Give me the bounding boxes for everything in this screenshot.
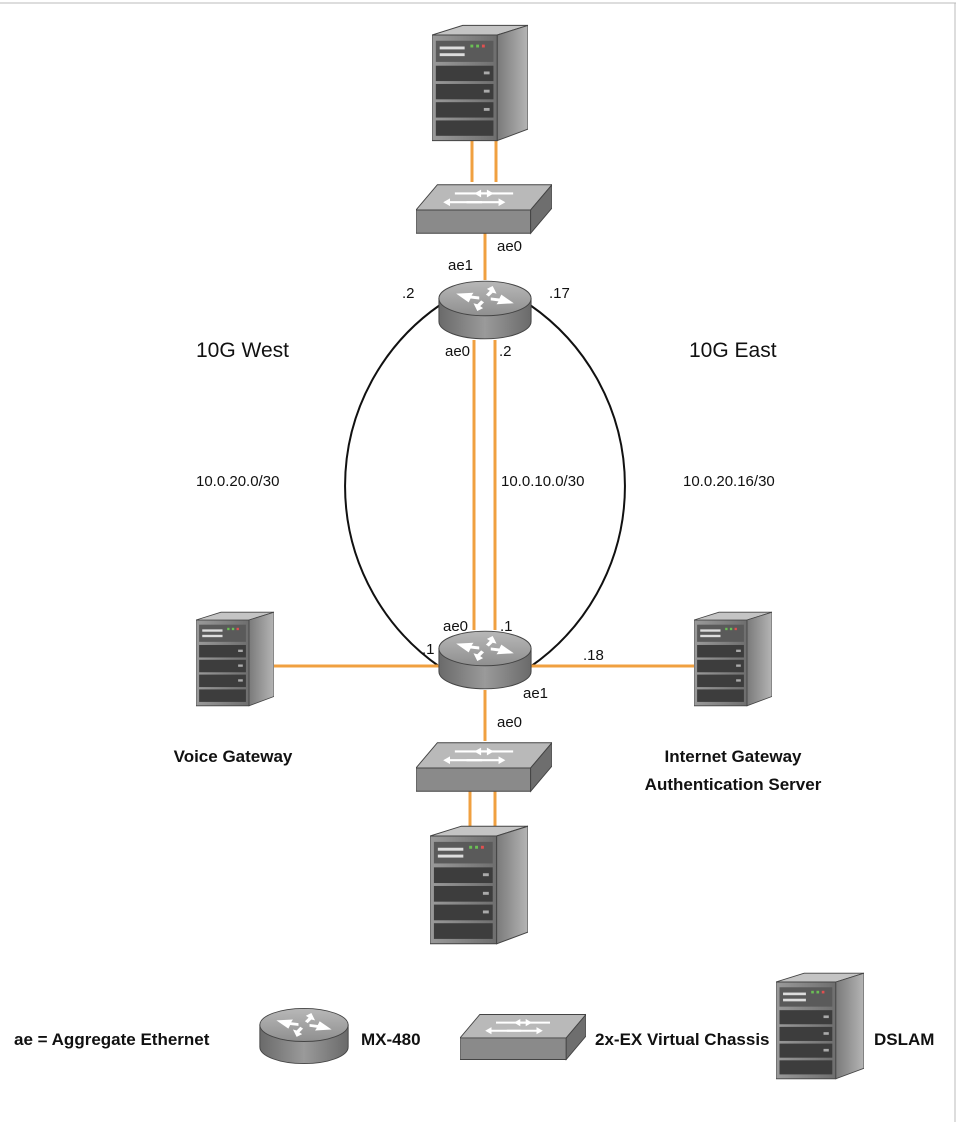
legend-ae-label: ae = Aggregate Ethernet bbox=[14, 1030, 210, 1049]
dslam-icon bbox=[430, 825, 528, 945]
router-icon bbox=[438, 280, 532, 340]
dslam-icon bbox=[776, 972, 864, 1080]
router-icon bbox=[259, 1007, 349, 1065]
ring-links bbox=[344, 304, 626, 668]
dslam-icon bbox=[432, 24, 528, 142]
internet-gateway-label: Internet Gateway bbox=[665, 747, 803, 766]
top-router-center-ip: .2 bbox=[499, 343, 512, 360]
top-router-right-ip: .17 bbox=[549, 285, 570, 302]
west-ring-label: 10G West bbox=[196, 339, 289, 362]
bottom-router-ae0-label: ae0 bbox=[443, 618, 468, 635]
bottom-router-ae1-label: ae1 bbox=[523, 685, 548, 702]
bottom-router-left-ip: .1 bbox=[422, 641, 435, 658]
east-ring-label: 10G East bbox=[689, 339, 777, 362]
top-switch-ae0-label: ae0 bbox=[497, 238, 522, 255]
west-subnet-label: 10.0.20.0/30 bbox=[196, 473, 279, 490]
legend-dslam-label: DSLAM bbox=[874, 1030, 934, 1049]
ae-links bbox=[270, 138, 696, 828]
server-icon bbox=[196, 611, 274, 707]
router-icon bbox=[438, 630, 532, 690]
switch-icon bbox=[416, 183, 552, 235]
top-router-ae0-label: ae0 bbox=[445, 343, 470, 360]
top-router-left-ip: .2 bbox=[402, 285, 415, 302]
legend-switch-label: 2x-EX Virtual Chassis bbox=[595, 1030, 770, 1049]
west-ring-link bbox=[344, 304, 441, 668]
bottom-switch-ae0-label: ae0 bbox=[497, 714, 522, 731]
switch-icon bbox=[460, 1013, 586, 1061]
center-subnet-label: 10.0.10.0/30 bbox=[501, 473, 584, 490]
bottom-router-right-ip: .18 bbox=[583, 647, 604, 664]
voice-gateway-label: Voice Gateway bbox=[174, 747, 293, 766]
server-icon bbox=[694, 611, 772, 707]
auth-server-label: Authentication Server bbox=[645, 775, 822, 794]
east-ring-link bbox=[529, 304, 626, 668]
legend-router-label: MX-480 bbox=[361, 1030, 421, 1049]
switch-icon bbox=[416, 741, 552, 793]
bottom-router-center-ip: .1 bbox=[500, 618, 513, 635]
legend: ae = Aggregate Ethernet MX-480 2x-EX Vir… bbox=[14, 972, 934, 1080]
top-router-ae1-label: ae1 bbox=[448, 257, 473, 274]
east-subnet-label: 10.0.20.16/30 bbox=[683, 473, 775, 490]
